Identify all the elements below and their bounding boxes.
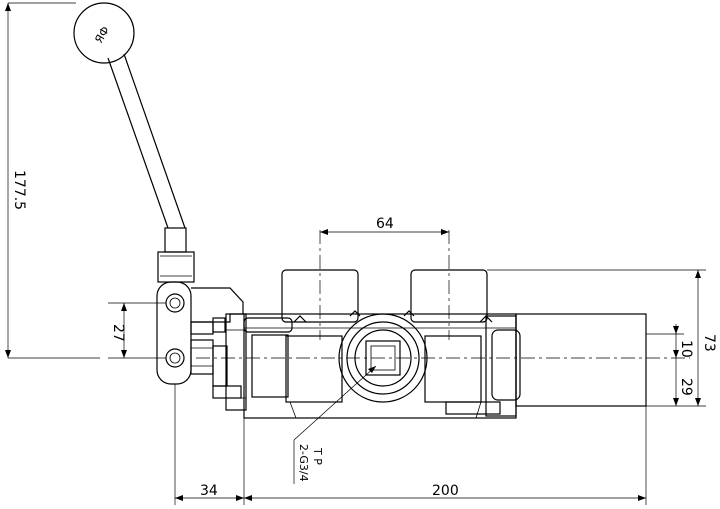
dim-73-label: 73 (701, 334, 717, 352)
dim-handle-height: 177.5 (5, 2, 100, 359)
dim-177-5-label: 177.5 (11, 170, 27, 210)
dim-34-label: 34 (200, 483, 218, 499)
dim-port-spacing: 64 (320, 216, 449, 235)
knob-label: ЯФ (92, 24, 112, 45)
dim-200-label: 200 (432, 483, 459, 499)
port-boss-left (281, 269, 359, 323)
spool-cap (515, 313, 647, 407)
handle-knob (73, 2, 135, 64)
linkage-bracket (190, 287, 247, 411)
valve-body (243, 269, 647, 419)
port-callout: T P 2-G3/4 (293, 365, 377, 484)
dim-10-label: 10 (678, 340, 694, 358)
port-thread-label: 2-G3/4 (297, 444, 310, 482)
dim-29-label: 29 (678, 378, 694, 396)
dim-27-label: 27 (110, 324, 126, 342)
port-boss-right (410, 269, 488, 323)
handle-lever: ЯФ (73, 2, 195, 385)
port-tp-label: T P (311, 447, 324, 465)
dim-pivot-spacing: 27 (108, 302, 166, 359)
center-lines (196, 230, 690, 359)
dim-body-height: 73 (487, 269, 717, 407)
upper-pivot (165, 293, 185, 313)
dim-lengths: 34 200 (174, 384, 647, 505)
dim-64-label: 64 (376, 216, 394, 232)
lower-pivot (165, 348, 185, 368)
dim-offsets: 10 29 (646, 324, 694, 406)
